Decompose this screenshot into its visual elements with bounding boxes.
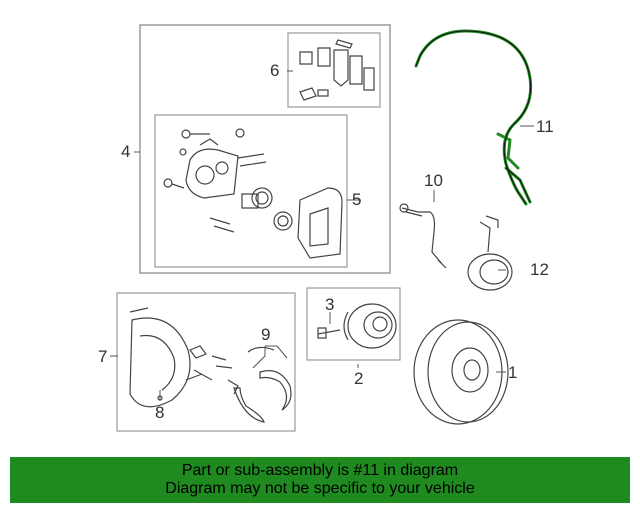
- brake-hose-drawing: [399, 203, 447, 269]
- callout-3: 3: [325, 295, 335, 314]
- callout-4: 4: [121, 142, 131, 161]
- callout-10: 10: [424, 171, 443, 190]
- callout-11: 11: [536, 117, 554, 136]
- caliper-drawing: [163, 128, 343, 259]
- sensor-ring-drawing: [467, 215, 513, 291]
- banner-line-2: Diagram may not be specific to your vehi…: [165, 480, 475, 497]
- callout-5: 5: [352, 190, 362, 209]
- callout-8: 8: [155, 403, 165, 422]
- caliper-box: [154, 114, 348, 268]
- parts-diagram: [110, 24, 534, 432]
- brake-pads-drawing: [299, 39, 375, 101]
- callout-7: 7: [98, 347, 108, 366]
- callout-12: 12: [530, 260, 549, 279]
- hub-bearing-box: [306, 287, 401, 361]
- brake-rotor-drawing: [413, 319, 509, 425]
- backing-plate-box: [116, 292, 296, 432]
- backing-plate-drawing: [129, 307, 292, 423]
- leader-lines: [110, 70, 534, 400]
- callout-2: 2: [354, 369, 364, 388]
- callout-1: 1: [508, 363, 518, 382]
- abs-speed-sensor-outline: [415, 30, 532, 205]
- callout-6: 6: [270, 61, 280, 80]
- hub-bearing-drawing: [317, 303, 397, 349]
- part-info-banner: Part or sub-assembly is #11 in diagram D…: [10, 457, 630, 503]
- banner-line-1: Part or sub-assembly is #11 in diagram: [181, 462, 459, 479]
- callout-9: 9: [261, 325, 271, 344]
